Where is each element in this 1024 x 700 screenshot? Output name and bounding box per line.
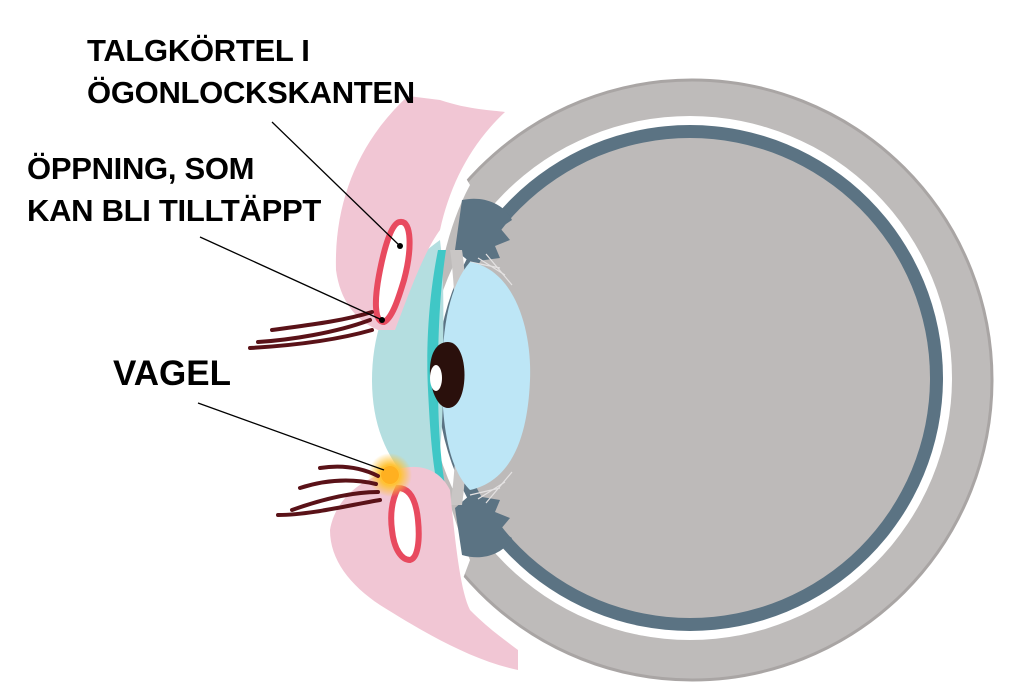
- stye-core: [381, 466, 399, 484]
- pupil-highlight: [430, 365, 442, 391]
- label-gland-opening-line2: KAN BLI TILLTÄPPT: [27, 193, 321, 228]
- leader-lines: [197, 121, 401, 471]
- leader-dot-gland: [397, 243, 403, 249]
- vitreous-body: [450, 138, 930, 618]
- zonule-fibers: [469, 253, 513, 504]
- leader-dot-opening: [379, 317, 385, 323]
- ciliary-body-top: [455, 198, 512, 262]
- label-stye-text: VAGEL: [113, 354, 231, 393]
- leader-line-opening: [199, 236, 383, 321]
- lower-gland: [388, 484, 422, 564]
- label-sebaceous-gland-line2: ÖGONLOCKSKANTEN: [87, 75, 415, 110]
- label-stye: VAGEL: [113, 352, 231, 396]
- leader-line-stye: [197, 402, 385, 471]
- label-gland-opening: ÖPPNING, SOM KAN BLI TILLTÄPPT: [27, 148, 321, 232]
- lens: [442, 262, 531, 490]
- label-sebaceous-gland-line1: TALGKÖRTEL I: [87, 33, 310, 68]
- label-gland-opening-line1: ÖPPNING, SOM: [27, 151, 255, 186]
- ciliary-body-bottom: [455, 495, 512, 558]
- upper-eyelashes: [248, 310, 374, 350]
- lower-eyelashes: [276, 464, 382, 517]
- leader-line-gland: [271, 121, 401, 247]
- lower-eyelid: [330, 466, 518, 670]
- pupil: [429, 342, 465, 408]
- label-sebaceous-gland: TALGKÖRTEL I ÖGONLOCKSKANTEN: [87, 30, 415, 114]
